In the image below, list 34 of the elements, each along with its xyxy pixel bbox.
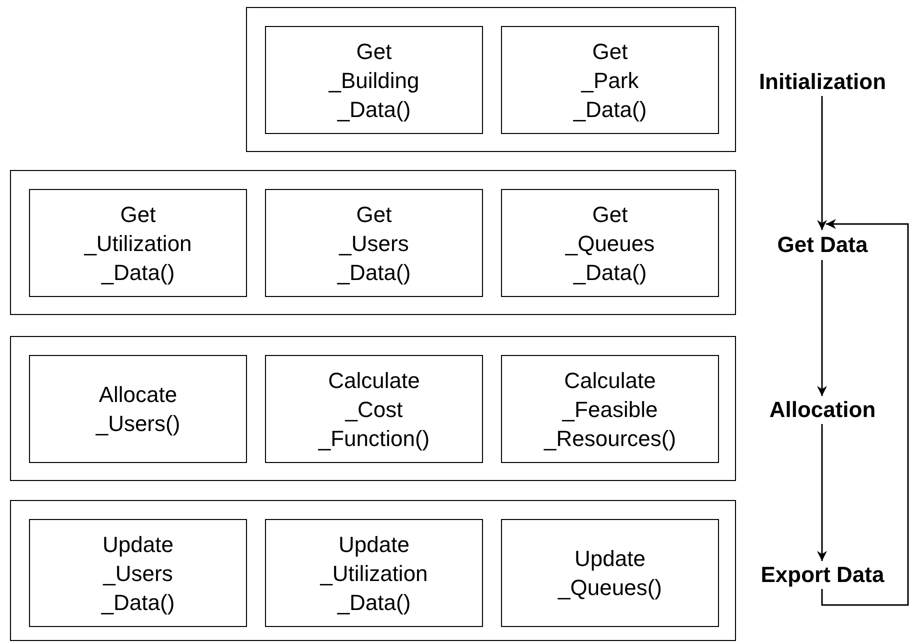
function-box [501, 355, 719, 463]
group-panel [246, 7, 736, 152]
arrow [817, 260, 827, 396]
function-name: Calculate _Feasible _Resources() [544, 366, 676, 452]
function-box [265, 355, 483, 463]
function-box [29, 355, 247, 463]
function-name: Update _Queues() [558, 545, 662, 602]
stage-label: Allocation [769, 397, 876, 423]
group-panel [10, 336, 736, 481]
function-box [29, 189, 247, 297]
function-box [265, 189, 483, 297]
group-panel [10, 170, 736, 315]
function-name: Get _Users _Data() [337, 200, 411, 286]
function-box [501, 519, 719, 627]
arrow [817, 424, 827, 561]
stage-label: Initialization [758, 69, 886, 95]
group-panel [10, 500, 736, 641]
function-name: Get _Queues _Data() [565, 200, 655, 286]
function-name: Allocate _Users() [96, 381, 180, 438]
function-name: Update _Utilization _Data() [320, 530, 428, 616]
function-box [501, 189, 719, 297]
function-name: Update _Users _Data() [101, 530, 175, 616]
function-box [265, 26, 483, 134]
arrow [821, 219, 909, 606]
arrow [817, 96, 827, 230]
function-box [265, 519, 483, 627]
function-name: Get _Park _Data() [573, 38, 647, 124]
function-box [29, 519, 247, 627]
function-name: Get _Utilization _Data() [84, 200, 192, 286]
stage-label: Get Data [777, 232, 868, 258]
stage-label: Export Data [760, 562, 884, 588]
function-name: Get _Building _Data() [328, 38, 420, 124]
function-name: Calculate _Cost _Function() [318, 366, 430, 452]
function-box [501, 26, 719, 134]
